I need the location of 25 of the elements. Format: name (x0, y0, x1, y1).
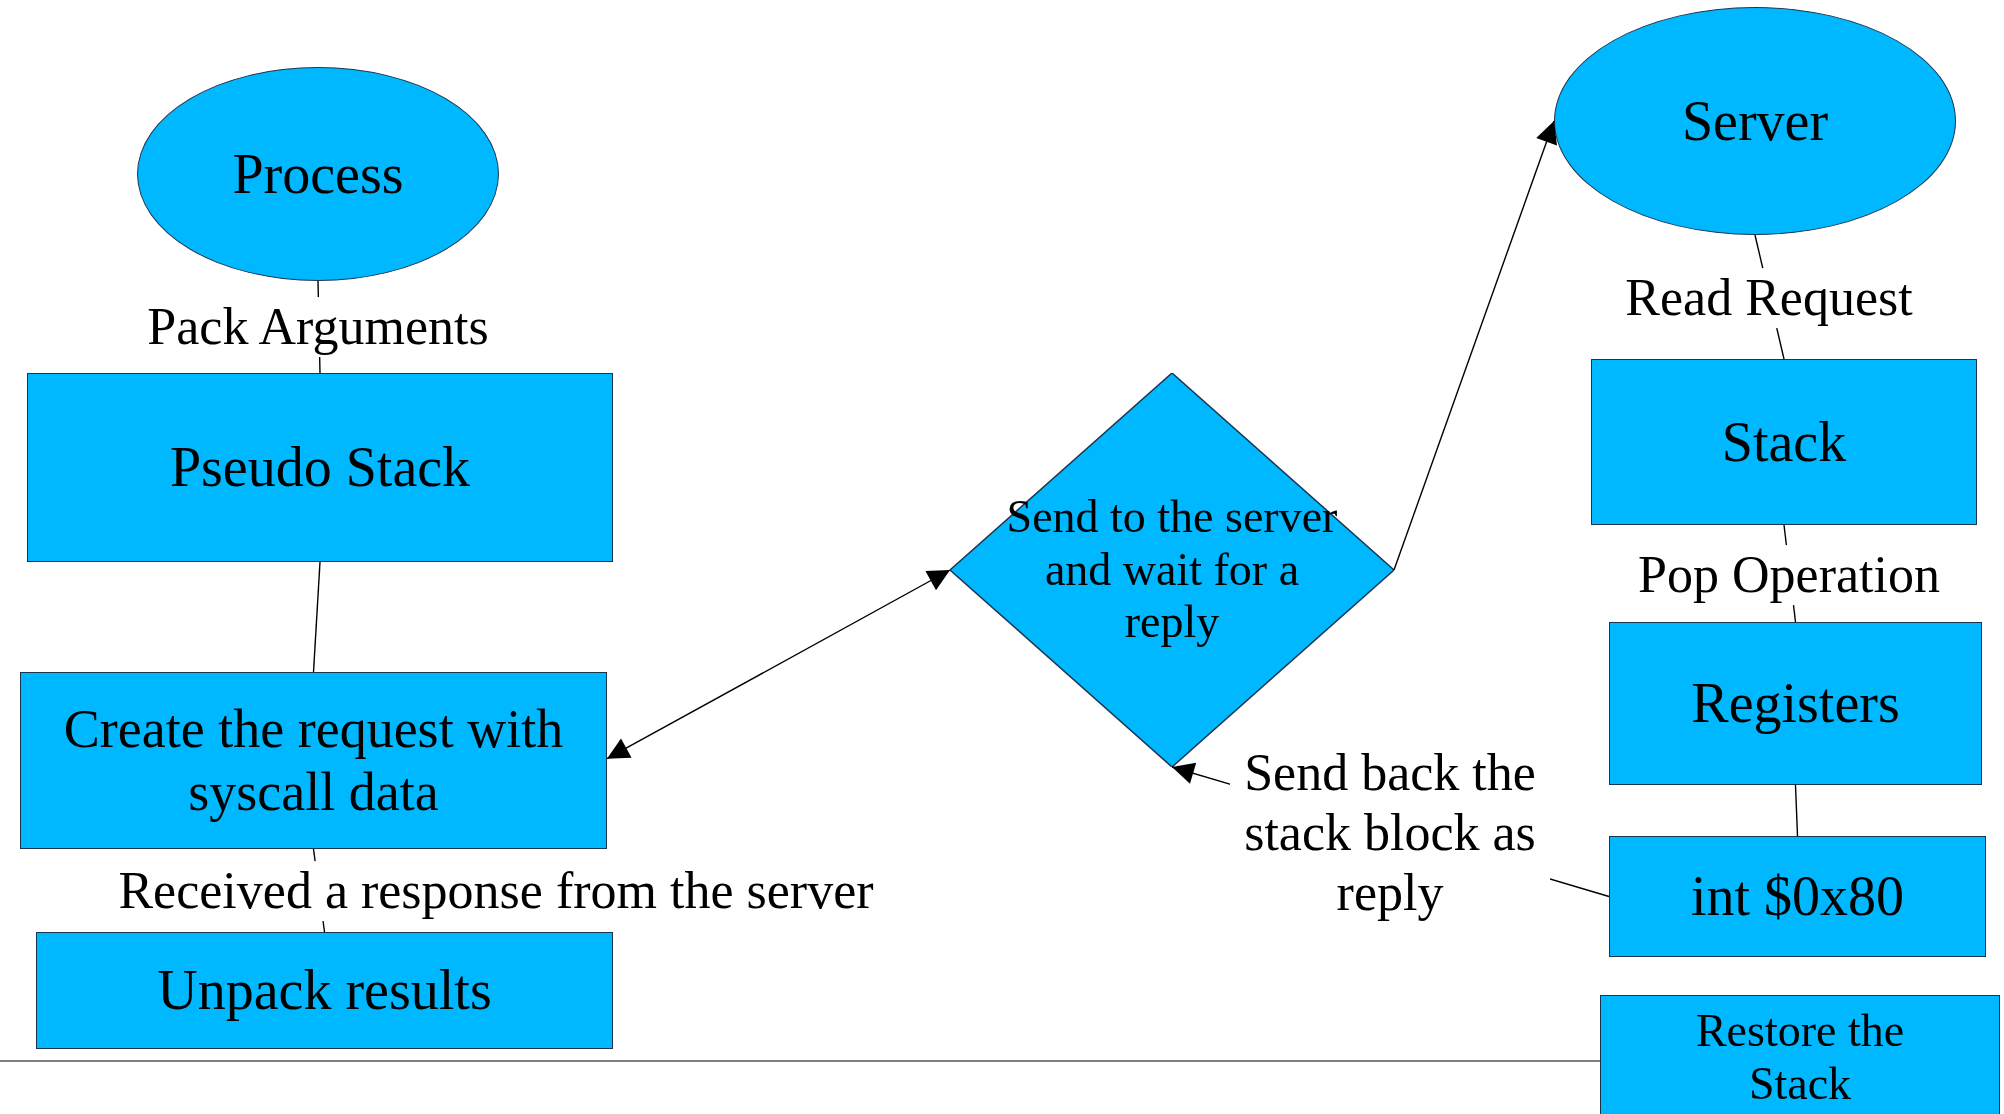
edge-label: Pop Operation (1638, 545, 1940, 605)
connector-line (312, 561, 321, 673)
node-label: Server (1681, 88, 1829, 154)
process-box (36, 932, 613, 1049)
connector-line (1794, 784, 1799, 837)
node-label: Registers (1691, 671, 1900, 736)
node-label: Pseudo Stack (169, 435, 471, 500)
process-box (1591, 359, 1977, 525)
node-label: Stack (1721, 409, 1847, 475)
process-box (20, 672, 607, 849)
arrow (1393, 120, 1557, 571)
node-label: Send to the server and wait for a reply (1005, 490, 1339, 650)
process-box (27, 373, 613, 562)
edge-label: Read Request (1625, 268, 1913, 328)
edge-label: Received a response from the server (118, 861, 874, 921)
node-label: Create the request with syscall data (62, 698, 565, 823)
node-label: Restore the Stack (1694, 1004, 1906, 1111)
process-box (1609, 622, 1982, 785)
arrow (606, 569, 951, 760)
node-label: Process (232, 141, 404, 207)
node-label: Unpack results (157, 958, 492, 1023)
process-box (1600, 995, 2000, 1114)
edge-label: Pack Arguments (147, 297, 489, 357)
process-box (1609, 836, 1986, 957)
node-label: int $0x80 (1690, 864, 1905, 929)
